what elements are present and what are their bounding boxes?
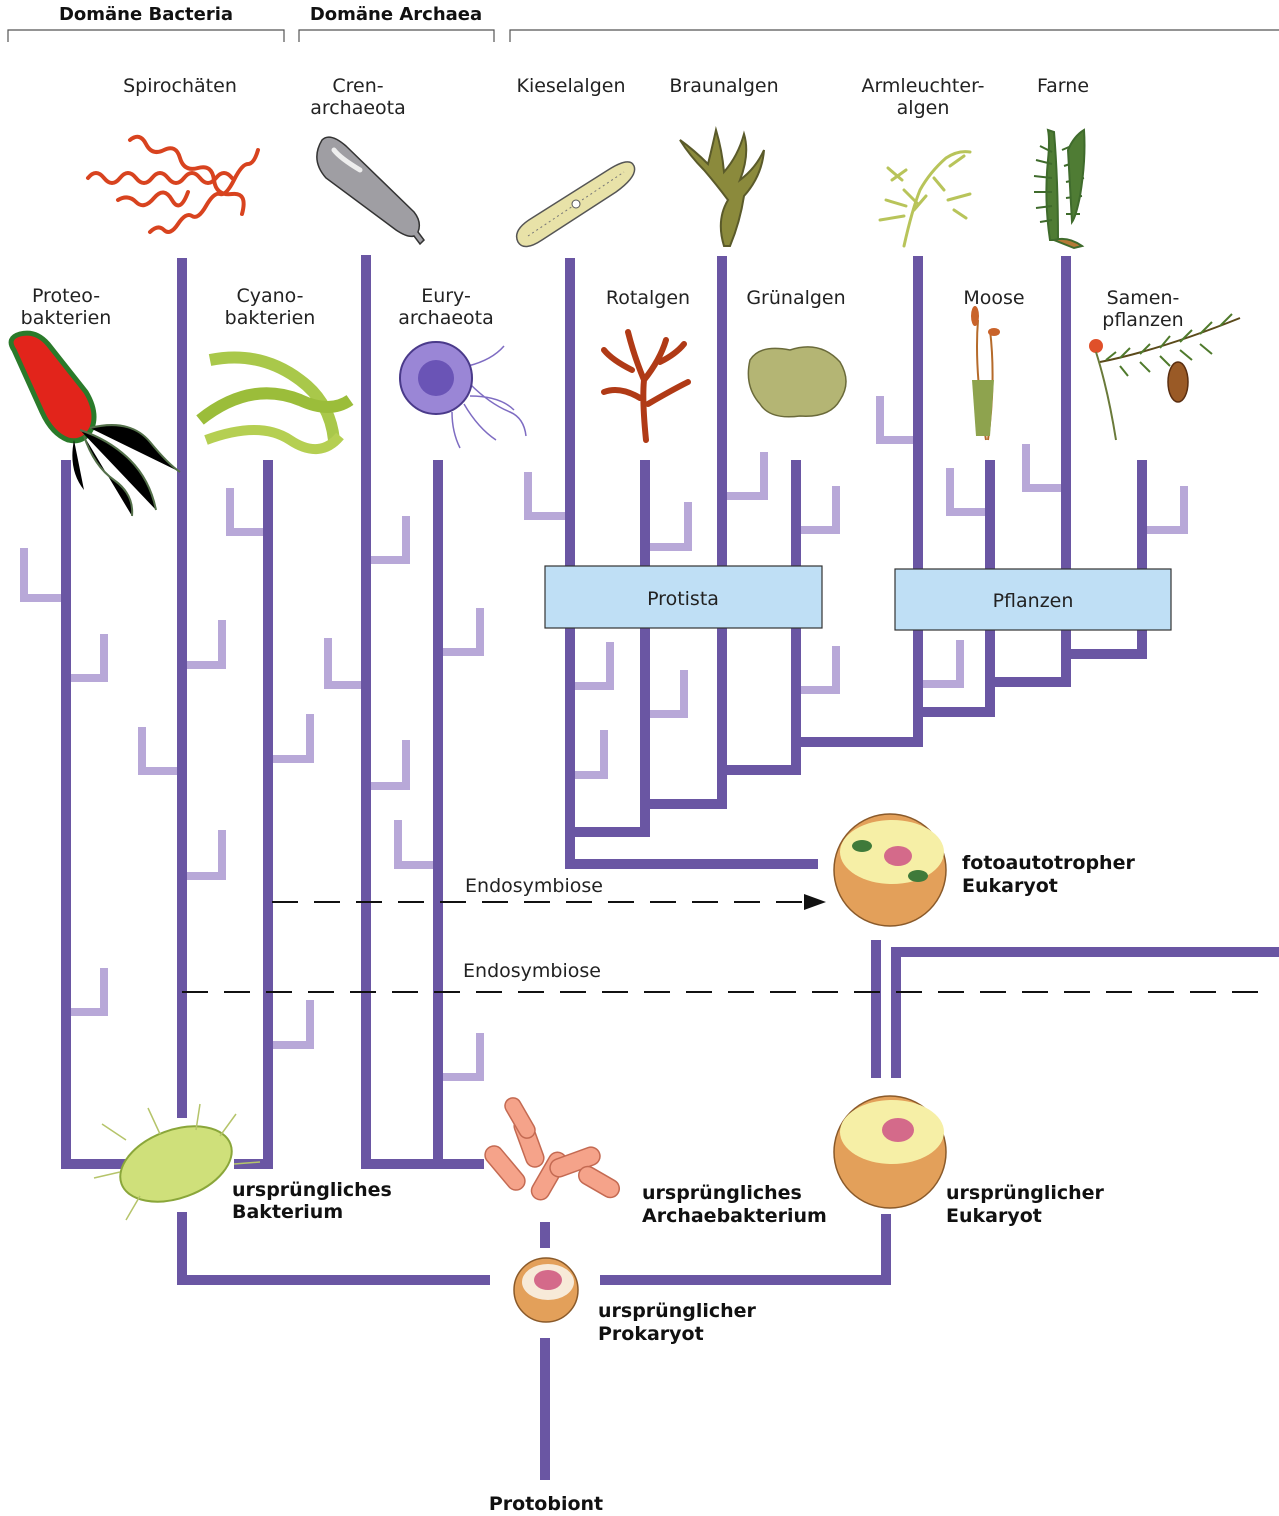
label-moose: Moose: [963, 287, 1024, 309]
domain-archaea-label: Domäne Archaea: [310, 4, 482, 25]
label-eukaryot-1: ursprünglicher: [946, 1182, 1105, 1204]
gruenalge-illustration: [748, 347, 846, 417]
pflanzen-box: Pflanzen: [895, 569, 1171, 630]
label-cyanobakterien-1: Cyano-: [236, 285, 303, 307]
label-kieselalgen: Kieselalgen: [516, 75, 625, 97]
label-foto-eukaryot-2: Eukaryot: [962, 875, 1058, 897]
extinct-branches: [24, 396, 1184, 1077]
eukaryot-illustration: [834, 1096, 946, 1208]
label-cyanobakterien-2: bakterien: [225, 307, 316, 329]
moos-illustration: [971, 306, 1000, 440]
foto-eukaryot-illustration: [834, 814, 946, 926]
label-euryarchaeota-2: archaeota: [398, 307, 494, 329]
label-gruenalgen: Grünalgen: [746, 287, 845, 309]
euryarchaeota-illustration: [400, 342, 526, 448]
archaea-bracket: [299, 30, 494, 42]
domain-bacteria-label: Domäne Bacteria: [59, 4, 233, 25]
armleuchteralge-illustration: [880, 152, 970, 246]
label-crenarchaeota-1: Cren-: [332, 75, 383, 97]
farn-illustration: [1034, 130, 1085, 248]
label-euryarchaeota-1: Eury-: [421, 285, 471, 307]
label-prokaryot-2: Prokaryot: [598, 1323, 704, 1345]
label-bakterium-1: ursprüngliches: [232, 1179, 392, 1201]
label-samenpflanzen-1: Samen-: [1107, 287, 1180, 309]
label-archaebakterium-1: ursprüngliches: [642, 1182, 802, 1204]
label-samenpflanzen-2: pflanzen: [1102, 309, 1183, 331]
label-armleuchteralgen-2: algen: [897, 97, 950, 119]
crenarchaeota-illustration: [317, 137, 424, 244]
kieselalge-illustration: [517, 162, 635, 247]
label-foto-eukaryot-1: fotoautotropher: [962, 852, 1135, 874]
proteobakterie-illustration: [11, 333, 180, 516]
label-archaebakterium-2: Archaebakterium: [642, 1205, 827, 1227]
label-eukaryot-2: Eukaryot: [946, 1205, 1042, 1227]
endosymbiose-upper-label: Endosymbiose: [465, 875, 603, 897]
endosymbiose-lower-label: Endosymbiose: [463, 960, 601, 982]
label-proteobakterien-2: bakterien: [21, 307, 112, 329]
label-proteobakterien-1: Proteo-: [32, 285, 100, 307]
label-spirochaeten: Spirochäten: [123, 75, 237, 97]
prokaryot-illustration: [514, 1258, 578, 1322]
protista-box: Protista: [545, 566, 822, 628]
pflanzen-label: Pflanzen: [993, 590, 1074, 612]
spirochaete-illustration: [88, 137, 258, 232]
braunalge-illustration: [680, 130, 764, 246]
label-prokaryot-1: ursprünglicher: [598, 1300, 757, 1322]
label-farne: Farne: [1037, 75, 1089, 97]
archaebakterium-illustration: [481, 1095, 622, 1203]
bacteria-bracket: [8, 30, 284, 42]
label-armleuchteralgen-1: Armleuchter-: [861, 75, 984, 97]
label-rotalgen: Rotalgen: [606, 287, 690, 309]
samenpflanze-illustration: [1089, 314, 1240, 440]
cyanobakterie-illustration: [200, 358, 350, 450]
eukarya-bracket: [510, 30, 1279, 42]
label-protobiont: Protobiont: [489, 1493, 603, 1515]
protista-label: Protista: [647, 588, 719, 610]
label-bakterium-2: Bakterium: [232, 1201, 343, 1223]
label-crenarchaeota-2: archaeota: [310, 97, 406, 119]
label-braunalgen: Braunalgen: [669, 75, 778, 97]
rotalge-illustration: [604, 332, 688, 440]
endosymbiose-arrowhead: [804, 894, 826, 910]
